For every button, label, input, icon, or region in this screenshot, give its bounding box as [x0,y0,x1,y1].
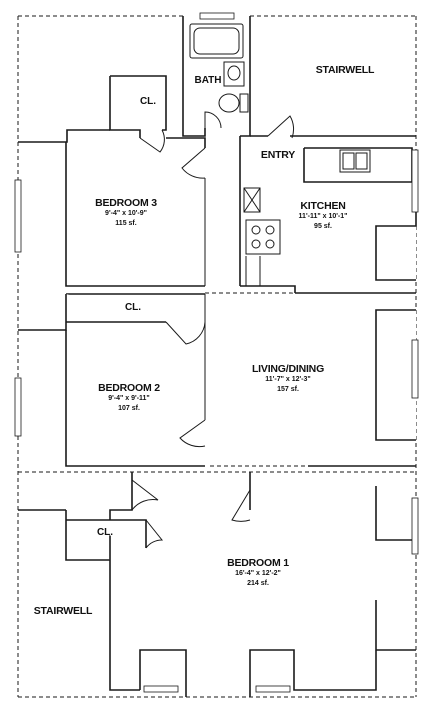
room-label-entry: ENTRY [260,149,296,161]
bedroom2-walls [14,294,206,467]
room-dims-bedroom2: 9'-4" x 9'-11" [108,395,150,402]
room-dims-bedroom3: 9'-4" x 10'-9" [105,210,147,217]
room-label-bedroom1: BEDROOM 1 [227,557,289,569]
room-dims-kitchen: 11'-11" x 10'-1" [298,213,348,220]
room-label-bath: BATH [194,75,222,86]
closet-top [109,75,167,153]
stove [245,219,281,255]
room-label-bedroom2: BEDROOM 2 [98,382,160,394]
room-label-stairwell-top: STAIRWELL [315,64,375,76]
room-label-closet-top: CL. [139,96,157,107]
bedroom3-walls [14,129,206,287]
room-area-bedroom1: 214 sf. [247,580,269,587]
room-dims-living-dining: 11'-7" x 12'-3" [265,376,311,383]
room-label-closet-mid: CL. [124,302,142,313]
toilet-bowl [218,93,240,113]
toilet-tank [239,93,249,113]
room-label-kitchen: KITCHEN [300,200,346,212]
stairwell-top [250,115,416,139]
room-label-closet-bottom: CL. [96,527,114,538]
room-area-bedroom2: 107 sf. [118,405,140,412]
room-label-bedroom3: BEDROOM 3 [95,197,157,209]
room-area-bedroom3: 115 sf. [115,220,137,227]
room-dims-bedroom1: 16'-4" x 12'-2" [235,570,281,577]
building-outline [17,15,417,698]
room-label-stairwell-bottom: STAIRWELL [33,605,93,617]
living-dining-walls [295,292,419,467]
bath-block [182,12,251,137]
room-label-living-dining: LIVING/DINING [251,363,325,375]
bedroom1-walls [18,472,419,697]
room-area-living-dining: 157 sf. [277,386,299,393]
kitchen [239,136,419,293]
room-area-kitchen: 95 sf. [314,223,332,230]
